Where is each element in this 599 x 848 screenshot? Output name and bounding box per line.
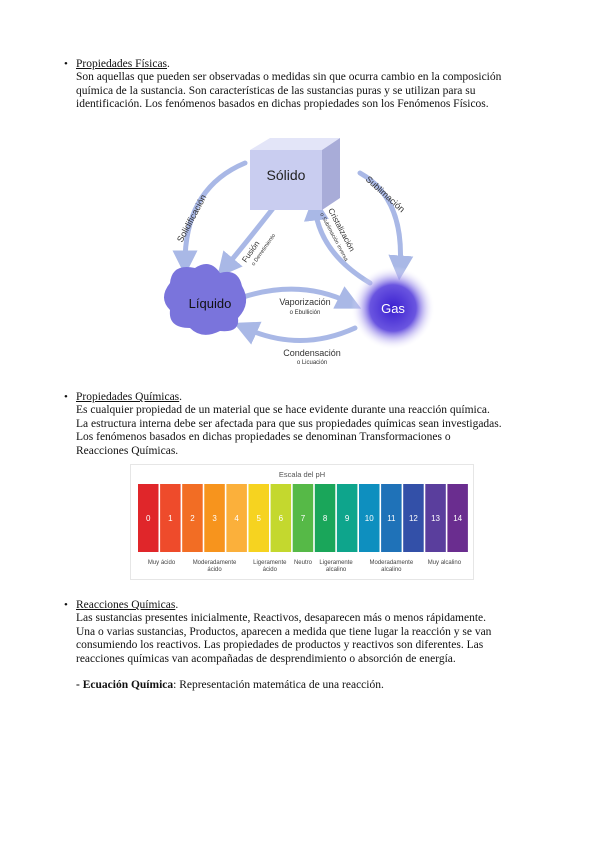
- ph-bar-5: [248, 484, 269, 552]
- paragraph-line: La estructura interna debe ser afectada …: [76, 417, 502, 430]
- ph-bar-14: [447, 484, 468, 552]
- gas-glow-icon: [351, 266, 435, 350]
- ph-bar-7: [292, 484, 314, 552]
- section-title: Propiedades Físicas: [76, 58, 168, 70]
- paragraph-line: consumiendo los reactivos. Las propiedad…: [76, 639, 484, 652]
- paragraph-line: Es cualquier propiedad de un material qu…: [76, 404, 490, 417]
- arrow-sublimacion: [357, 170, 414, 281]
- title-suffix: .: [179, 391, 183, 403]
- ph-label: Neutro: [294, 560, 313, 566]
- paragraph-line: Son aquellas que pueden ser observadas o…: [76, 71, 502, 84]
- paragraph-line: Los fenómenos basados en dichas propieda…: [76, 431, 451, 444]
- ph-value-7: 7: [301, 514, 306, 523]
- ph-bar-4: [226, 484, 247, 552]
- label-vaporizacion-sub: o Ebullición: [290, 310, 321, 316]
- label-condensacion-sub: o Licuación: [297, 360, 327, 366]
- ph-label: Muy ácido: [148, 560, 176, 566]
- liquid-blob-icon: [164, 264, 247, 335]
- title-suffix: .: [167, 58, 170, 70]
- section-reacciones-quimicas: • Reacciones Químicas. Las sustancias pr…: [64, 599, 546, 692]
- ph-bar-0: [138, 484, 159, 552]
- ph-bar-12: [403, 484, 424, 552]
- ph-bar-13: [425, 484, 446, 552]
- section-propiedades-fisicas: • Propiedades Físicas. Son aquellas que …: [64, 58, 546, 112]
- solid-cube-icon: [250, 138, 340, 210]
- paragraph-line: Las sustancias presentes inicialmente, R…: [76, 612, 487, 625]
- ph-label: Moderadamente: [369, 560, 413, 566]
- equation-term: Ecuación Química: [82, 679, 174, 692]
- ph-label-line2: alcalino: [381, 567, 402, 573]
- bullet: •: [64, 599, 68, 611]
- title-suffix: .: [175, 599, 179, 611]
- ph-label: Ligeramente: [253, 560, 287, 566]
- ph-bar-2: [182, 484, 203, 552]
- ph-bar-3: [204, 484, 225, 552]
- ph-value-9: 9: [345, 514, 350, 523]
- ph-value-12: 12: [409, 514, 418, 523]
- equation-definition: - Ecuación Química: Representación matem…: [76, 679, 546, 692]
- ph-label: Moderadamente: [193, 560, 237, 566]
- ph-bar-8: [314, 484, 336, 552]
- ph-label: Muy alcalino: [428, 560, 462, 566]
- paragraph-line: identificación. Los fenómenos basados en…: [76, 98, 489, 111]
- ph-value-14: 14: [453, 514, 462, 523]
- paragraph-line: Reacciones Químicas.: [76, 444, 179, 457]
- label-vaporizacion: Vaporización: [279, 297, 330, 307]
- ph-value-8: 8: [323, 514, 328, 523]
- ph-value-13: 13: [431, 514, 440, 523]
- ph-title: Escala del pH: [279, 470, 325, 479]
- ph-value-4: 4: [234, 514, 239, 523]
- label-sublimacion: Sublimación: [364, 174, 407, 214]
- ph-value-3: 3: [212, 514, 217, 523]
- bullet: •: [64, 58, 68, 70]
- arrow-solidificacion: [172, 160, 248, 276]
- label-solidificacion: Solidificación: [175, 193, 208, 244]
- ph-value-2: 2: [190, 514, 195, 523]
- ph-value-5: 5: [257, 514, 262, 523]
- paragraph-line: Una o varias sustancias, Productos, apar…: [76, 625, 492, 638]
- label-condensacion: Condensación: [283, 348, 341, 358]
- arrow-cristalizacion: [303, 195, 373, 286]
- states-of-matter-diagram: Sólido Líquido Gas Solidificación Sublim…: [164, 138, 435, 366]
- ph-value-6: 6: [279, 514, 284, 523]
- section-title: Reacciones Químicas: [76, 599, 176, 611]
- label-liquid: Líquido: [189, 296, 232, 311]
- ph-bar-1: [160, 484, 181, 552]
- ph-value-10: 10: [365, 514, 374, 523]
- label-solid: Sólido: [267, 167, 306, 183]
- paragraph-line: química de la sustancia. Son característ…: [76, 84, 476, 97]
- ph-bar-9: [336, 484, 358, 552]
- ph-label-line2: ácido: [263, 567, 278, 573]
- label-gas: Gas: [381, 301, 405, 316]
- section-propiedades-quimicas: • Propiedades Químicas. Es cualquier pro…: [64, 391, 546, 458]
- ph-label: Ligeramente: [319, 560, 353, 566]
- section-title: Propiedades Químicas: [76, 391, 180, 403]
- ph-label-line2: alcalino: [326, 567, 347, 573]
- ph-value-0: 0: [146, 514, 151, 523]
- ph-value-11: 11: [387, 514, 396, 523]
- bullet: •: [64, 391, 68, 403]
- equation-text: : Representación matemática de una reacc…: [173, 679, 384, 692]
- paragraph-line: reacciones químicas van acompañadas de d…: [76, 652, 456, 665]
- equation-prefix: -: [76, 679, 83, 692]
- ph-value-1: 1: [168, 514, 173, 523]
- ph-bar-10: [359, 484, 380, 552]
- ph-bar-11: [381, 484, 402, 552]
- arrow-condensacion: [233, 321, 358, 345]
- arrow-vaporizacion: [237, 286, 362, 309]
- ph-bar-6: [270, 484, 292, 552]
- ph-label-line2: ácido: [207, 567, 222, 573]
